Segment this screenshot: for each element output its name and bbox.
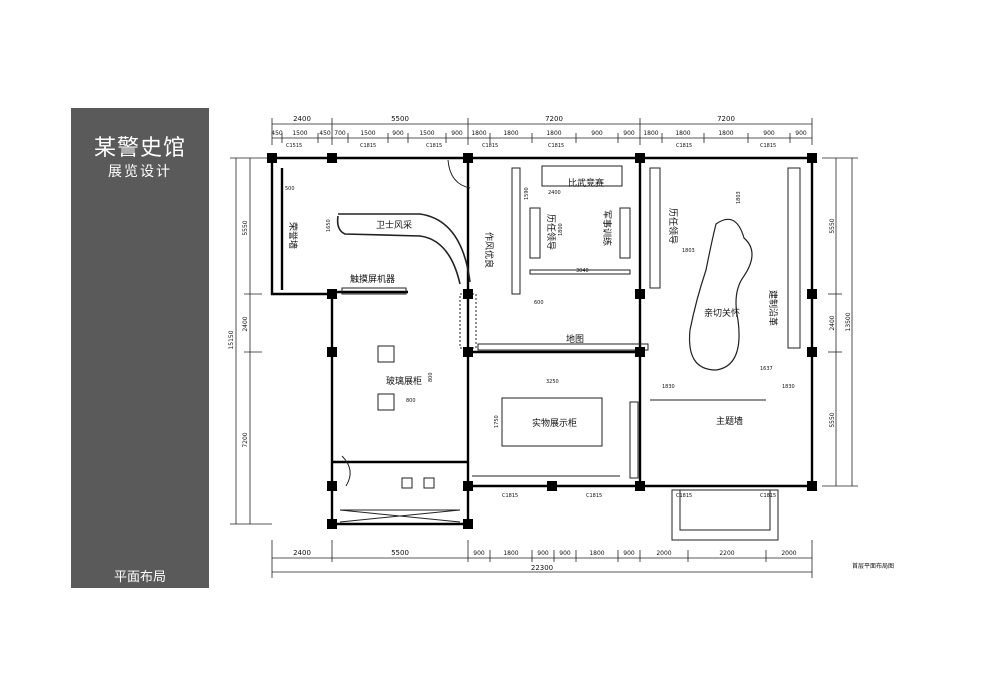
- dim-bot-11: 2000: [781, 550, 796, 557]
- dim-bot-10: 2200: [719, 550, 734, 557]
- dim-top2-11: 1800: [546, 130, 561, 137]
- panel-footer: 平面布局: [113, 570, 166, 585]
- room-label-exhibit: 实物展示柜: [532, 417, 577, 429]
- room-label-theme: 主题墙: [716, 415, 743, 427]
- dim-inner: 3250: [546, 379, 559, 385]
- dim-left-1: 5550: [242, 220, 249, 235]
- room-label-map: 地图: [566, 333, 584, 345]
- dim-right-3: 5550: [829, 412, 836, 427]
- col-tag: C1815: [502, 493, 518, 499]
- dim-left-2: 2400: [242, 316, 249, 331]
- panel-subtitle: 展览设计: [108, 164, 172, 180]
- dim-top2-10: 1800: [503, 130, 518, 137]
- dim-inner: 1650: [326, 219, 332, 232]
- dim-top-1: 2400: [293, 115, 311, 123]
- col-tag: C1815: [760, 143, 776, 149]
- room-label-style: 作风优良: [483, 232, 495, 268]
- dim-bot-total: 22300: [531, 564, 553, 572]
- dim-top2-18: 900: [795, 130, 807, 137]
- col-tag: C1815: [760, 493, 776, 499]
- dim-inner: 1803: [682, 248, 695, 254]
- dim-top2-1: 450: [271, 130, 283, 137]
- dim-inner: 1750: [494, 415, 500, 428]
- dim-top2-14: 1800: [643, 130, 658, 137]
- dim-bot-5: 900: [537, 550, 549, 557]
- dim-top2-4: 700: [334, 130, 346, 137]
- dim-top2-7: 1500: [419, 130, 434, 137]
- dim-top2-15: 1800: [675, 130, 690, 137]
- dim-top2-8: 900: [451, 130, 463, 137]
- col-tag: C1515: [286, 143, 302, 149]
- dim-bot-6: 900: [559, 550, 571, 557]
- dim-inner: 1637: [760, 366, 773, 372]
- col-tag: C1815: [482, 143, 498, 149]
- dim-inner: 1590: [524, 187, 530, 200]
- structural-columns: [267, 153, 817, 529]
- dim-bot-4: 1800: [503, 550, 518, 557]
- dim-top2-17: 900: [763, 130, 775, 137]
- room-label-history: 建制沿革: [767, 290, 779, 326]
- dimension-lines: [230, 118, 858, 578]
- dim-bot-3: 900: [473, 550, 485, 557]
- col-tag: C1815: [426, 143, 442, 149]
- room-label-guard: 卫士风采: [376, 219, 412, 231]
- walls: [270, 156, 814, 526]
- dim-top2-3: 450: [319, 130, 331, 137]
- dim-inner: 800: [406, 398, 416, 404]
- room-label-touch: 触摸屏机器: [350, 273, 395, 285]
- room-label-leaders-a: 历任领导: [545, 214, 557, 250]
- dim-inner: 600: [534, 300, 544, 306]
- dim-inner: 1800: [558, 223, 564, 236]
- room-label-care: 亲切关怀: [704, 307, 740, 319]
- dim-top2-16: 1800: [718, 130, 733, 137]
- dim-right-1: 5550: [829, 218, 836, 233]
- dim-left-3: 7200: [242, 432, 249, 447]
- dim-right-total: 13500: [845, 312, 852, 331]
- dim-top2-2: 1500: [292, 130, 307, 137]
- dim-inner: 3040: [576, 268, 589, 274]
- room-label-competition: 比武竞赛: [568, 177, 604, 189]
- panel-title: 某警史馆: [93, 136, 186, 161]
- dim-inner: 1803: [736, 191, 742, 204]
- dim-bot-1: 2400: [293, 549, 311, 557]
- dim-bot-7: 1800: [589, 550, 604, 557]
- dim-right-2: 2400: [829, 315, 836, 330]
- room-label-honor-wall: 荣誉墙: [287, 222, 299, 249]
- col-tag: C1815: [676, 493, 692, 499]
- dim-inner: 2400: [548, 190, 561, 196]
- furniture: [336, 159, 801, 541]
- dim-inner: 500: [285, 186, 295, 192]
- dim-bot-8: 900: [623, 550, 635, 557]
- side-panel: 某警史馆 展览设计 平面布局: [71, 108, 209, 588]
- dim-bot-9: 2000: [656, 550, 671, 557]
- dim-top-4: 7200: [717, 115, 735, 123]
- dim-left-total: 15150: [228, 330, 235, 349]
- dim-top2-13: 900: [623, 130, 635, 137]
- dim-bot-2: 5500: [391, 549, 409, 557]
- dim-top2-6: 900: [392, 130, 404, 137]
- col-tag: C1815: [548, 143, 564, 149]
- dim-inner: 1830: [782, 384, 795, 390]
- dim-top2-9: 1800: [471, 130, 486, 137]
- room-label-glass: 玻璃展柜: [386, 375, 422, 387]
- dim-inner: 800: [428, 372, 434, 382]
- room-label-training: 军事训练: [601, 210, 613, 246]
- room-label-leaders-b: 历任领导: [667, 208, 679, 244]
- dim-top-2: 5500: [391, 115, 409, 123]
- col-tag: C1815: [676, 143, 692, 149]
- dim-top2-5: 1500: [360, 130, 375, 137]
- dim-inner: 1830: [662, 384, 675, 390]
- dim-top-3: 7200: [545, 115, 563, 123]
- col-tag: C1815: [360, 143, 376, 149]
- col-tag: C1815: [586, 493, 602, 499]
- dim-top2-12: 900: [591, 130, 603, 137]
- sheet-caption: 首层平面布局图: [852, 562, 894, 570]
